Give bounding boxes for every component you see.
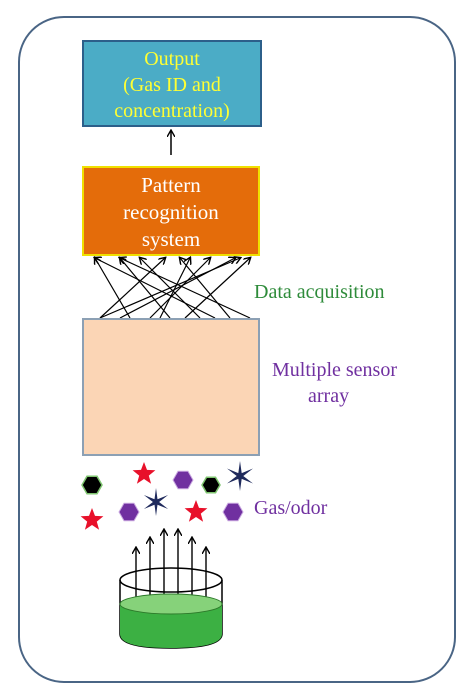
acquisition-arrow <box>120 258 171 319</box>
acquisition-arrow <box>180 258 231 319</box>
navy-asterisk-icon <box>227 461 253 491</box>
red-star-icon <box>132 462 156 484</box>
acquisition-arrow <box>159 258 190 319</box>
output-line-2: (Gas ID and <box>123 74 221 96</box>
black-hexagon-icon <box>201 476 221 494</box>
pattern-line-2: recognition <box>123 200 219 224</box>
red-star-icon <box>184 500 208 522</box>
data-acquisition-arrows <box>95 258 251 319</box>
sensor-label-line-1: Multiple sensor <box>272 359 397 381</box>
sensor-array-label: Multiple sensor array <box>272 357 397 409</box>
gas-odor-label: Gas/odor <box>254 497 328 519</box>
black-hexagon-icon <box>81 475 103 495</box>
beaker-icon <box>119 567 223 649</box>
purple-hexagon-icon <box>222 502 244 522</box>
output-box: Output (Gas ID and concentration) <box>82 40 262 127</box>
gas-molecules <box>80 461 253 530</box>
data-acquisition-label: Data acquisition <box>254 281 385 303</box>
purple-hexagon-icon <box>172 470 194 490</box>
sensor-label-line-2: array <box>308 385 350 407</box>
red-star-icon <box>80 508 104 530</box>
acquisition-arrow <box>149 258 210 319</box>
acquisition-arrow <box>120 258 251 319</box>
rising-gas-arrows <box>136 530 206 604</box>
acquisition-arrow <box>119 258 235 319</box>
acquisition-arrow <box>99 258 165 319</box>
pattern-line-1: Pattern <box>141 173 201 197</box>
acquisition-arrow <box>140 258 201 319</box>
purple-hexagon-icon <box>118 502 140 522</box>
acquisition-arrow <box>95 258 131 319</box>
acquisition-arrow <box>95 258 216 319</box>
navy-asterisk-icon <box>143 488 169 516</box>
output-line-3: concentration) <box>114 100 230 122</box>
pattern-recognition-box: Pattern recognition system <box>82 166 260 256</box>
pattern-line-3: system <box>141 227 201 251</box>
sensor-array-box <box>82 318 260 456</box>
output-line-1: Output <box>144 48 200 70</box>
